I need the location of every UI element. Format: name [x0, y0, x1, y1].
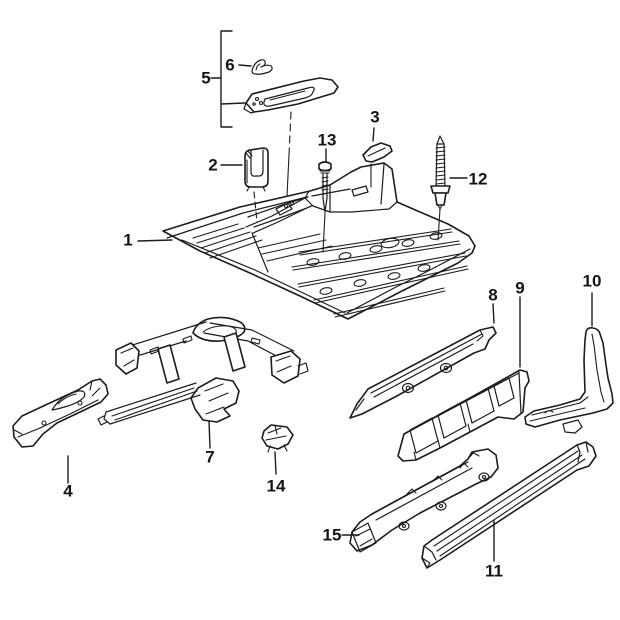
part-6-outline	[251, 59, 273, 75]
part-11-outline	[421, 441, 597, 569]
callout-3: 3	[370, 107, 380, 127]
callout-14: 14	[266, 476, 286, 496]
part-8-panel-drawing	[349, 303, 497, 419]
callout-2: 2	[208, 155, 218, 175]
leader-line-6	[238, 64, 252, 67]
part-4-bracket-drawing	[12, 378, 109, 484]
callout-5: 5	[201, 68, 211, 88]
part-9-panel-drawing	[397, 296, 530, 462]
part-8-outline	[349, 326, 497, 419]
callout-1: 1	[123, 230, 133, 250]
part-10-pillar-drawing	[524, 292, 614, 434]
leader-line-7	[208, 420, 211, 449]
part-14-clip-drawing	[261, 424, 294, 475]
bracket-5	[210, 30, 246, 128]
callout-8: 8	[488, 285, 498, 305]
leader-line-14	[274, 451, 277, 475]
part-3-plate-drawing	[362, 127, 393, 188]
part-14-outline	[261, 424, 294, 450]
part-5-tunnel-plate-drawing	[210, 30, 339, 197]
callout-10: 10	[582, 271, 602, 291]
part-2-clip-drawing	[220, 147, 269, 223]
callout-11: 11	[485, 561, 503, 581]
callout-15: 15	[322, 525, 342, 545]
part-15-sill-inner-drawing	[341, 448, 499, 553]
part-7-frame-drawing	[97, 316, 309, 449]
part-3-outline	[362, 142, 393, 163]
part-6-clip-drawing	[238, 59, 273, 75]
callout-6: 6	[225, 55, 235, 75]
leader-line-8	[492, 303, 495, 324]
part-2-outline	[244, 147, 269, 188]
leader-line-1	[137, 239, 173, 242]
part-1-floor-pan-drawing	[137, 162, 476, 320]
callout-4: 4	[63, 481, 73, 501]
part-4-outline	[12, 378, 109, 448]
part-11-sill-outer-drawing	[421, 441, 597, 569]
part-12-screw-drawing	[430, 135, 468, 241]
part-5-outline	[245, 77, 339, 113]
callout-7: 7	[205, 447, 215, 467]
callout-13: 13	[317, 130, 337, 150]
part-13-screw-drawing	[318, 148, 332, 253]
leader-line-3	[372, 127, 375, 142]
callout-9: 9	[515, 278, 525, 298]
callout-12: 12	[468, 169, 488, 189]
part-10-outline	[524, 327, 614, 428]
